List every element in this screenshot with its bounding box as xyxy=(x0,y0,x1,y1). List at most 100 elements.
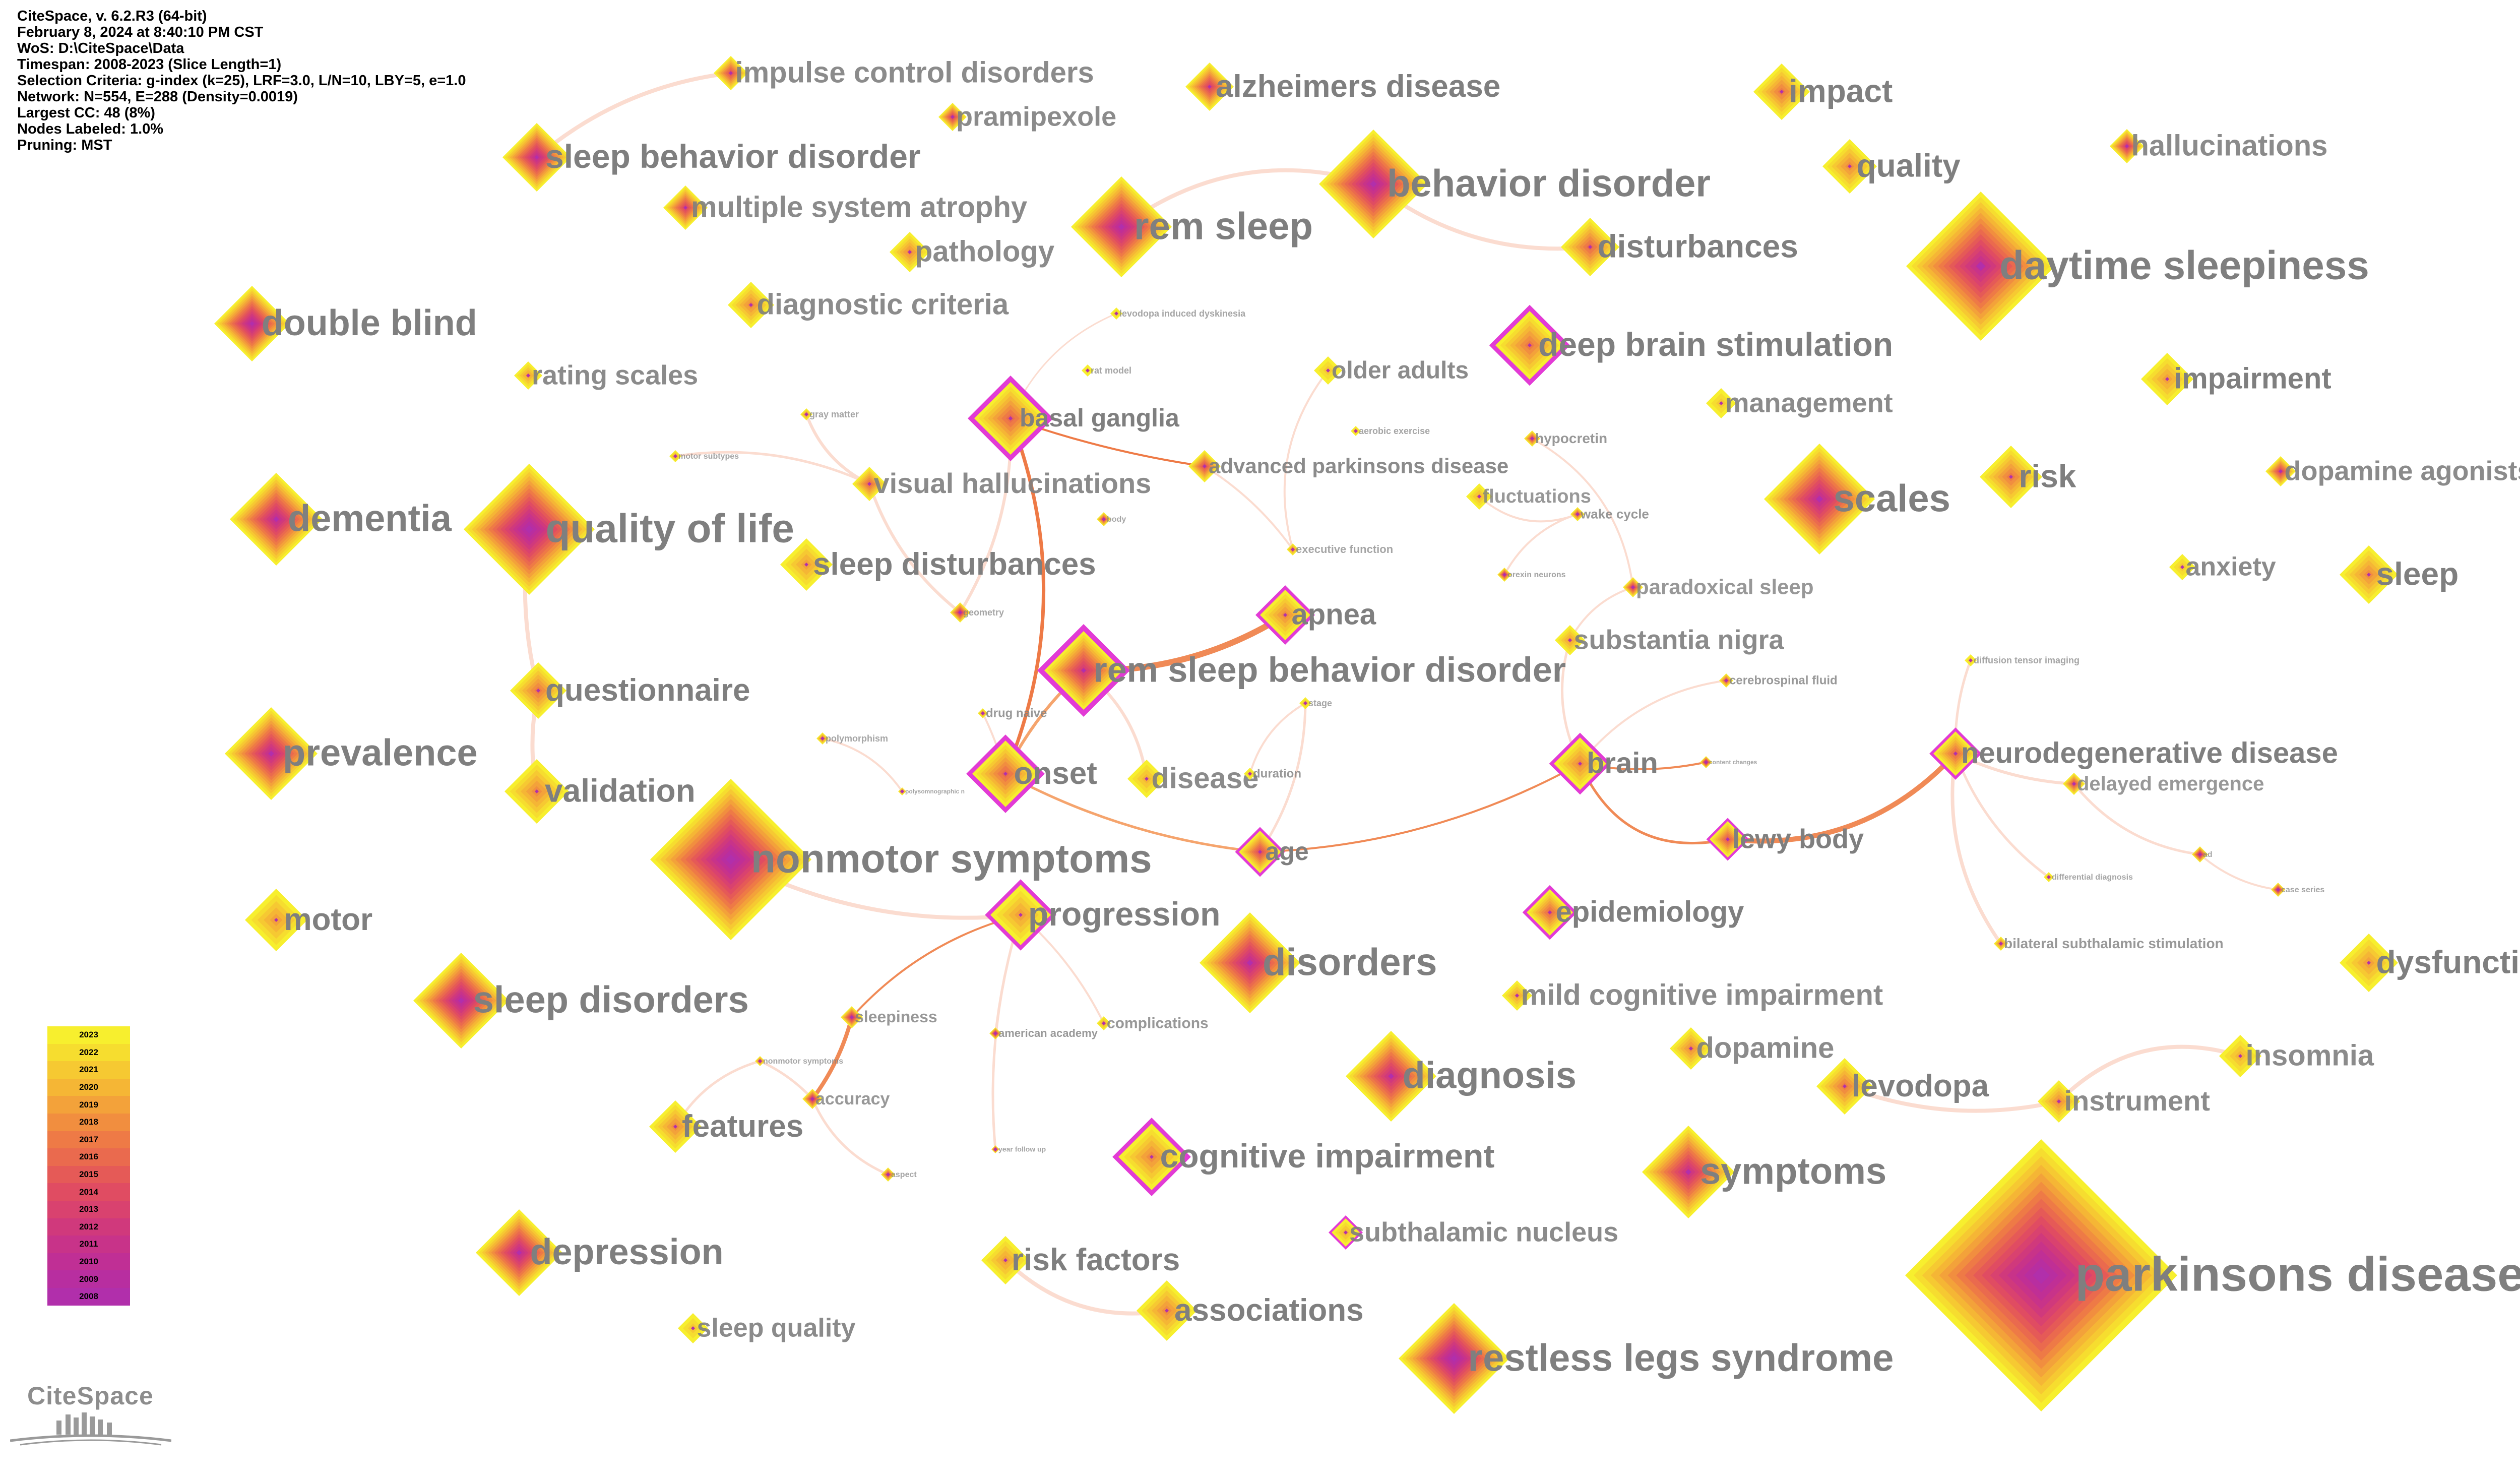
keyword-node-onset[interactable]: onset xyxy=(966,734,1097,813)
keyword-node-body[interactable]: body xyxy=(1097,512,1126,526)
keyword-node-aerobic[interactable]: aerobic exercise xyxy=(1351,426,1430,436)
keyword-node-accuracy[interactable]: accuracy xyxy=(802,1089,890,1109)
keyword-node-wakecycle[interactable]: wake cycle xyxy=(1570,506,1649,521)
keyword-node-apnea[interactable]: apnea xyxy=(1255,585,1376,645)
keyword-node-substantia[interactable]: substantia nigra xyxy=(1555,625,1785,655)
keyword-node-anxiety[interactable]: anxiety xyxy=(2169,552,2276,582)
keyword-node-doubleblind[interactable]: double blind xyxy=(214,286,477,361)
keyword-node-symptoms[interactable]: symptoms xyxy=(1642,1126,1886,1218)
keyword-node-sleepdist[interactable]: sleep disturbances xyxy=(780,538,1096,591)
keyword-node-assoc[interactable]: associations xyxy=(1137,1280,1364,1341)
keyword-node-diffdiag[interactable]: differential diagnosis xyxy=(2044,872,2133,882)
keyword-node-qol[interactable]: quality of life xyxy=(464,464,794,595)
keyword-node-diagnosis[interactable]: diagnosis xyxy=(1346,1031,1577,1122)
keyword-node-fluct[interactable]: fluctuations xyxy=(1466,483,1591,510)
keyword-node-validation[interactable]: validation xyxy=(505,759,696,824)
keyword-node-features[interactable]: features xyxy=(649,1100,803,1153)
keyword-node-stn[interactable]: subthalamic nucleus xyxy=(1329,1215,1618,1250)
keyword-node-impact[interactable]: impact xyxy=(1753,64,1893,120)
keyword-node-caseseries[interactable]: case series xyxy=(2271,883,2324,897)
keyword-node-depression[interactable]: depression xyxy=(476,1209,724,1296)
keyword-node-diagcrit[interactable]: diagnostic criteria xyxy=(728,282,1009,328)
keyword-node-scales[interactable]: scales xyxy=(1764,444,1950,554)
keyword-node-delayed[interactable]: delayed emergence xyxy=(2063,773,2264,795)
keyword-node-motor[interactable]: motor xyxy=(245,889,372,951)
keyword-node-mci[interactable]: mild cognitive impairment xyxy=(1502,979,1883,1012)
keyword-node-dementia[interactable]: dementia xyxy=(230,473,452,566)
keyword-node-disease[interactable]: disease xyxy=(1127,760,1258,798)
keyword-node-hypocretin[interactable]: hypocretin xyxy=(1524,430,1607,447)
keyword-node-sleep[interactable]: sleep xyxy=(2340,545,2459,604)
keyword-node-motorsub[interactable]: motor subtypes xyxy=(669,450,739,462)
keyword-node-aspect[interactable]: aspect xyxy=(881,1167,917,1182)
keyword-node-visual[interactable]: visual hallucinations xyxy=(852,467,1151,501)
keyword-node-sleepquality[interactable]: sleep quality xyxy=(678,1313,856,1343)
keyword-node-dysfunction[interactable]: dysfunction xyxy=(2340,934,2520,992)
keyword-node-prev[interactable]: prevalence xyxy=(225,707,478,800)
keyword-node-rem[interactable]: rem sleep xyxy=(1071,176,1313,277)
keyword-node-duration[interactable]: duration xyxy=(1244,767,1301,781)
keyword-node-older[interactable]: older adults xyxy=(1314,356,1469,385)
keyword-node-insomnia[interactable]: insomnia xyxy=(2219,1035,2374,1077)
keyword-node-yearfollow[interactable]: year follow up xyxy=(991,1145,1046,1153)
keyword-node-nms[interactable]: nonmotor symptoms xyxy=(650,779,1152,940)
keyword-node-basal[interactable]: basal ganglia xyxy=(968,376,1180,461)
keyword-node-quality[interactable]: quality xyxy=(1822,139,1961,194)
keyword-node-rls[interactable]: restless legs syndrome xyxy=(1399,1303,1894,1414)
keyword-node-cogimp[interactable]: cognitive impairment xyxy=(1112,1118,1494,1196)
keyword-node-ad[interactable]: ad xyxy=(2192,846,2213,862)
keyword-node-graymatter[interactable]: gray matter xyxy=(800,408,859,420)
keyword-node-sbd[interactable]: sleep behavior disorder xyxy=(502,123,921,192)
keyword-node-age[interactable]: age xyxy=(1235,827,1309,877)
keyword-node-dopamine[interactable]: dopamine xyxy=(1670,1027,1834,1070)
keyword-node-ratmodel[interactable]: rat model xyxy=(1082,364,1131,377)
keyword-node-drugnaive[interactable]: drug naive xyxy=(978,707,1047,720)
keyword-node-levodopainduced[interactable]: levodopa induced dyskinesia xyxy=(1110,307,1246,320)
keyword-node-paradox[interactable]: paradoxical sleep xyxy=(1623,575,1814,598)
keyword-node-diffusion[interactable]: diffusion tensor imaging xyxy=(1965,654,2080,666)
keyword-node-rsbd[interactable]: rem sleep behavior disorder xyxy=(1037,624,1566,717)
keyword-node-brain[interactable]: brain xyxy=(1549,732,1658,795)
keyword-node-complications[interactable]: complications xyxy=(1097,1015,1209,1032)
keyword-node-bilateral[interactable]: bilateral subthalamic stimulation xyxy=(1994,936,2224,951)
keyword-node-dopago[interactable]: dopamine agonists xyxy=(2265,456,2520,486)
keyword-node-disorders[interactable]: disorders xyxy=(1200,912,1437,1013)
node-label: geometry xyxy=(963,607,1004,618)
keyword-node-advpd[interactable]: advanced parkinsons disease xyxy=(1188,450,1508,482)
keyword-node-csf[interactable]: cerebrospinal fluid xyxy=(1719,673,1838,688)
keyword-node-rating[interactable]: rating scales xyxy=(514,360,698,390)
keyword-node-epi[interactable]: epidemiology xyxy=(1522,885,1744,940)
keyword-node-mgmt[interactable]: management xyxy=(1706,388,1893,418)
keyword-node-americanacad[interactable]: american academy xyxy=(989,1027,1098,1039)
keyword-node-progression[interactable]: progression xyxy=(985,879,1220,951)
keyword-node-sleepiness[interactable]: sleepiness xyxy=(841,1006,937,1028)
keyword-node-impulse[interactable]: impulse control disorders xyxy=(714,56,1094,90)
keyword-node-halluc[interactable]: hallucinations xyxy=(2110,129,2327,163)
keyword-node-ds[interactable]: daytime sleepiness xyxy=(1906,192,2369,341)
keyword-node-polysomno[interactable]: polysomnographic n xyxy=(898,787,965,795)
keyword-node-neurodeg[interactable]: neurodegenerative disease xyxy=(1929,727,2338,780)
keyword-node-geometry[interactable]: geometry xyxy=(950,602,1004,623)
keyword-node-disturb[interactable]: disturbances xyxy=(1561,218,1798,276)
keyword-node-bd[interactable]: behavior disorder xyxy=(1319,130,1711,238)
keyword-node-riskfactors[interactable]: risk factors xyxy=(981,1236,1180,1284)
keyword-node-pramipexole[interactable]: pramipexole xyxy=(938,101,1116,132)
keyword-node-sleepdis[interactable]: sleep disorders xyxy=(413,953,749,1049)
keyword-node-pathology[interactable]: pathology xyxy=(890,232,1054,272)
keyword-node-nonmotorsym[interactable]: nonmotor symptoms xyxy=(755,1056,843,1066)
keyword-node-impair[interactable]: impairment xyxy=(2141,353,2332,405)
keyword-node-risk[interactable]: risk xyxy=(1980,446,2076,508)
keyword-node-instrument[interactable]: instrument xyxy=(2038,1080,2210,1123)
keyword-node-levodopa[interactable]: levodopa xyxy=(1816,1058,1989,1115)
keyword-node-stage[interactable]: stage xyxy=(1299,697,1332,709)
keyword-node-orexin[interactable]: orexin neurons xyxy=(1497,568,1566,582)
keyword-node-questionnaire[interactable]: questionnaire xyxy=(510,662,750,719)
keyword-node-contentchanges[interactable]: content changes xyxy=(1700,756,1757,768)
keyword-node-polymorphism[interactable]: polymorphism xyxy=(816,732,888,745)
keyword-node-deepbrain[interactable]: deep brain stimulation xyxy=(1489,304,1893,386)
keyword-node-pd[interactable]: parkinsons disease xyxy=(1905,1139,2520,1411)
keyword-node-alz[interactable]: alzheimers disease xyxy=(1185,63,1500,111)
keyword-node-execfn[interactable]: executive function xyxy=(1287,543,1393,556)
keyword-node-msa[interactable]: multiple system atrophy xyxy=(663,186,1027,230)
keyword-node-lewy[interactable]: lewy body xyxy=(1706,818,1864,861)
